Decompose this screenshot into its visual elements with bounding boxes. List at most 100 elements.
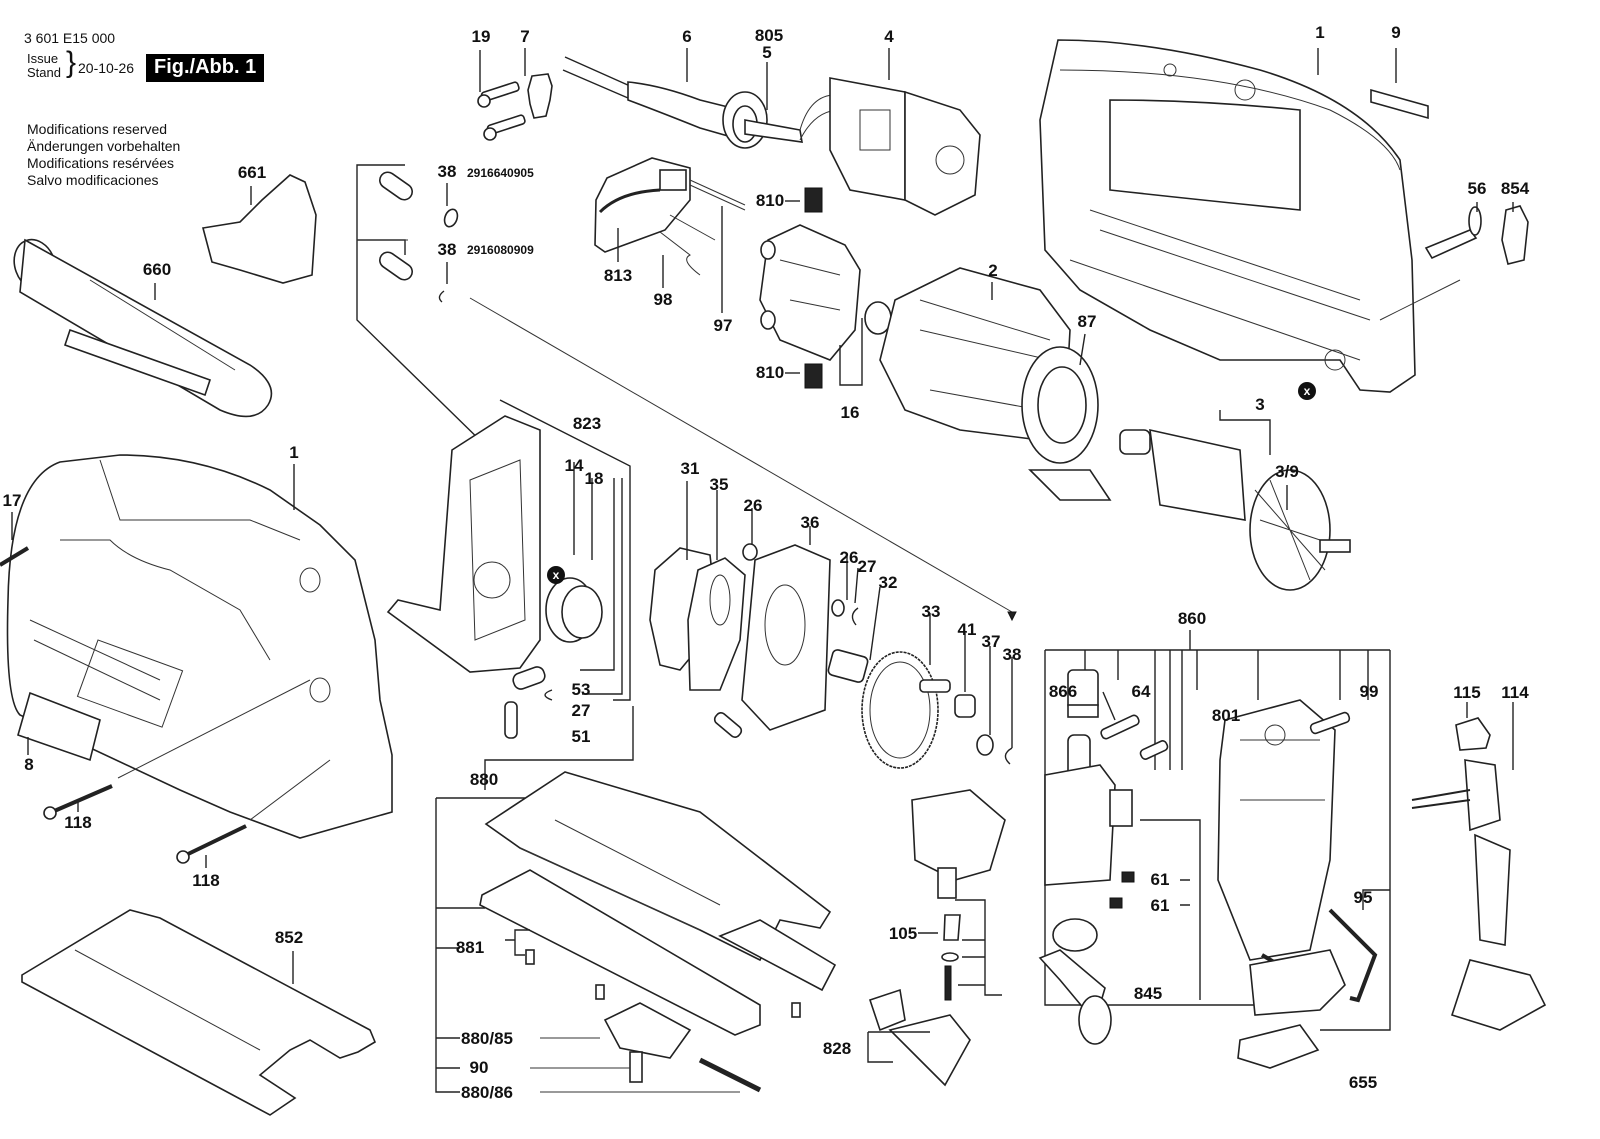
part-pin-36: [713, 712, 743, 738]
callout-36[interactable]: 36: [800, 513, 820, 532]
callout-41[interactable]: 41: [957, 620, 977, 639]
callout-26b[interactable]: 26: [839, 548, 859, 567]
callout-118a[interactable]: 118: [64, 813, 92, 832]
part-810-brush-top: [804, 187, 823, 213]
callout-14[interactable]: 14: [564, 456, 584, 475]
callout-38c[interactable]: 38: [1002, 645, 1022, 664]
part-880-86-spring: [698, 1057, 762, 1093]
callout-810-top[interactable]: 810: [755, 191, 785, 210]
assembly-axis-line: [469, 297, 1013, 613]
base-leaders: [530, 1037, 740, 1093]
part-14-18-seal: [545, 577, 603, 643]
callout-880-85[interactable]: 880/85: [461, 1029, 513, 1048]
callout-18[interactable]: 18: [584, 469, 604, 488]
callout-38b[interactable]: 38: [437, 240, 457, 259]
callout-87[interactable]: 87: [1077, 312, 1097, 331]
document-part-number: 3 601 E15 000: [24, 30, 116, 46]
callout-813[interactable]: 813: [603, 266, 633, 285]
callout-3-9[interactable]: 3/9: [1275, 462, 1299, 481]
callout-27a[interactable]: 27: [571, 701, 591, 720]
callout-852[interactable]: 852: [274, 928, 304, 947]
callout-854[interactable]: 854: [1500, 179, 1530, 198]
bracket-99: [1320, 649, 1391, 1031]
callout-90[interactable]: 90: [469, 1058, 489, 1077]
bracket-823: [499, 399, 631, 701]
part-64-pin: [1100, 714, 1140, 740]
callout-118b[interactable]: 118: [192, 871, 220, 890]
callout-64[interactable]: 64: [1131, 682, 1151, 701]
marker-x-gear-housing: x: [547, 566, 565, 584]
callout-37[interactable]: 37: [981, 632, 1001, 651]
callout-32[interactable]: 32: [878, 573, 898, 592]
part-53-pin: [512, 666, 546, 690]
callout-660[interactable]: 660: [142, 260, 172, 279]
callout-866[interactable]: 866: [1048, 682, 1078, 701]
callout-845[interactable]: 845: [1133, 984, 1163, 1003]
part-4-switch: [799, 77, 981, 216]
callout-7[interactable]: 7: [520, 27, 530, 46]
callout-828[interactable]: 828: [822, 1039, 852, 1058]
callout-19[interactable]: 19: [471, 27, 491, 46]
callout-655[interactable]: 655: [1348, 1073, 1378, 1092]
callout-97[interactable]: 97: [713, 316, 733, 335]
part-852-groove: [74, 949, 261, 1051]
callout-5[interactable]: 5: [762, 43, 772, 62]
callout-805[interactable]: 805: [754, 26, 784, 45]
callout-881[interactable]: 881: [455, 938, 485, 957]
callout-51[interactable]: 51: [571, 727, 591, 746]
callout-33[interactable]: 33: [921, 602, 941, 621]
callout-26a[interactable]: 26: [743, 496, 763, 515]
callout-3[interactable]: 3: [1255, 395, 1265, 414]
modifications-notice: Modifications reserved Änderungen vorbeh…: [27, 121, 180, 189]
part-lever-assembly: [911, 789, 1006, 899]
callout-99[interactable]: 99: [1359, 682, 1379, 701]
part-56-lever: [1424, 229, 1478, 260]
callout-661[interactable]: 661: [237, 163, 267, 182]
callout-801[interactable]: 801: [1211, 706, 1241, 725]
callout-114[interactable]: 114: [1501, 683, 1529, 702]
callout-115[interactable]: 115: [1453, 683, 1481, 702]
marker-x-housing: x: [1298, 382, 1316, 400]
callout-95[interactable]: 95: [1353, 888, 1373, 907]
callout-16[interactable]: 16: [840, 403, 860, 422]
screw-b: [791, 1002, 801, 1018]
part-852-base-plate: [21, 909, 377, 1116]
part-38-pins: [379, 171, 459, 303]
part-661-cover: [202, 174, 317, 284]
part-61-nut-b: [1109, 897, 1123, 909]
callout-31[interactable]: 31: [680, 459, 700, 478]
callout-53[interactable]: 53: [571, 680, 591, 699]
callout-17[interactable]: 17: [2, 491, 22, 510]
part-7-cord-clamp: [527, 73, 553, 119]
callout-4[interactable]: 4: [884, 27, 894, 46]
callout-56[interactable]: 56: [1467, 179, 1487, 198]
part-16-brush-holder: [759, 224, 892, 361]
callout-61b[interactable]: 61: [1150, 896, 1170, 915]
part-number-38a: 2916640905: [467, 166, 534, 180]
callout-810-bottom[interactable]: 810: [755, 363, 785, 382]
callout-61a[interactable]: 61: [1150, 870, 1170, 889]
callout-880[interactable]: 880: [469, 770, 499, 789]
part-27-circlip: [544, 689, 553, 701]
callout-1-top[interactable]: 1: [1315, 23, 1325, 42]
callout-105[interactable]: 105: [888, 924, 918, 943]
part-plunger-guide: [1044, 734, 1116, 952]
callout-9[interactable]: 9: [1391, 23, 1401, 42]
callout-6[interactable]: 6: [682, 27, 692, 46]
bracket-61: [1140, 819, 1201, 1000]
leader-lines: [11, 48, 1514, 984]
part-845-roller-holder: [1038, 949, 1112, 1045]
callout-880-86[interactable]: 880/86: [461, 1083, 513, 1102]
callout-27b[interactable]: 27: [857, 557, 877, 576]
callout-35[interactable]: 35: [709, 475, 729, 494]
callout-98[interactable]: 98: [653, 290, 673, 309]
callout-8[interactable]: 8: [24, 755, 34, 774]
callout-38a[interactable]: 38: [437, 162, 457, 181]
issue-label: Issue: [27, 51, 59, 66]
callout-823[interactable]: 823: [572, 414, 602, 433]
callout-860[interactable]: 860: [1177, 609, 1207, 628]
callout-1-left[interactable]: 1: [289, 443, 299, 462]
part-87-baffle: [1021, 346, 1112, 501]
callout-2[interactable]: 2: [988, 261, 998, 280]
notice-line-es: Salvo modificaciones: [27, 172, 159, 188]
